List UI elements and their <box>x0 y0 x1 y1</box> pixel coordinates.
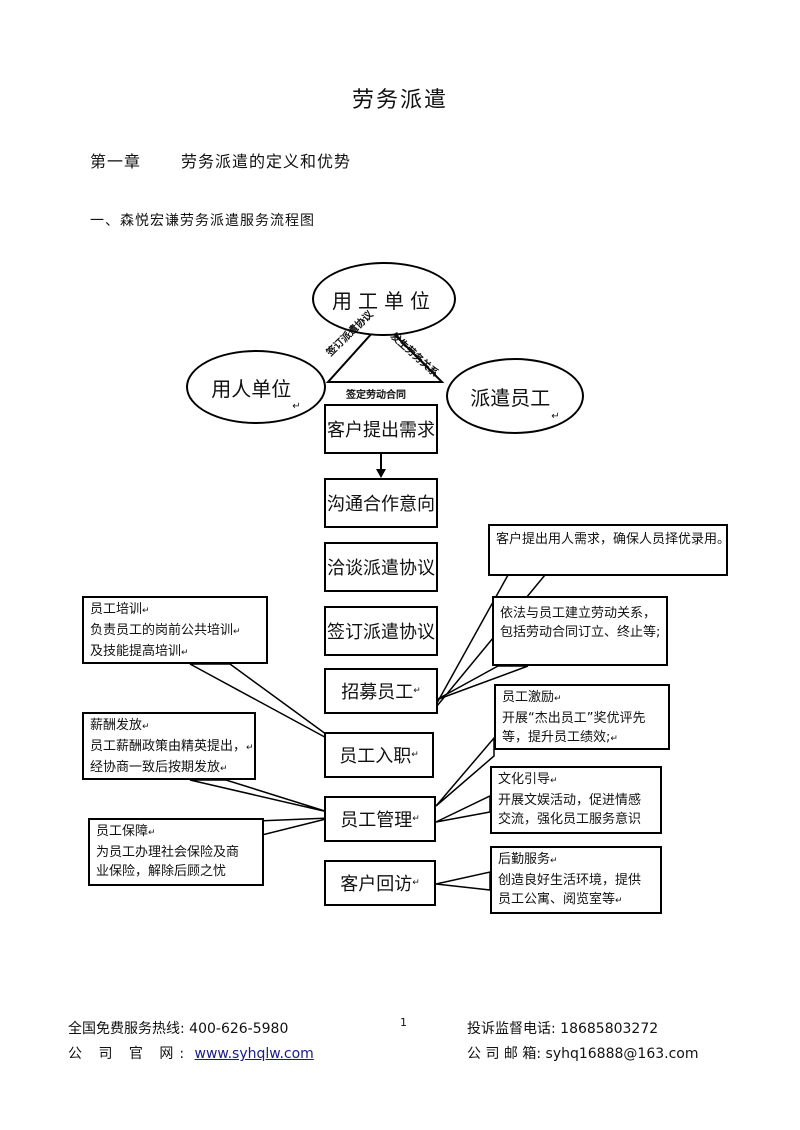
return-mark: ↵ <box>411 750 419 760</box>
step-client-revisit: 客户回访↵ <box>324 860 436 906</box>
note-line: 员工激励 <box>502 690 555 705</box>
triangle-bottom-label: 签定劳动合同 <box>346 390 406 401</box>
note-culture-guidance: 文化引导↵ 开展文娱活动，促进情感 交流，强化员工服务意识 <box>490 766 662 834</box>
callout-pointer-training <box>189 663 346 749</box>
note-line: 创造良好生活环境，提供 <box>498 873 642 888</box>
page-number: 1 <box>400 1016 407 1029</box>
return-mark: ↵ <box>551 411 560 422</box>
note-line: 开展“杰出员工”奖优评先 <box>502 711 646 726</box>
callout-pointer-salary <box>189 779 329 813</box>
note-staff-incentive: 员工激励↵ 开展“杰出员工”奖优评先 等，提升员工绩效;↵ <box>494 684 670 750</box>
note-line: 及技能提高培训 <box>90 644 182 659</box>
note-line: 经协商一致后按期发放 <box>90 760 221 775</box>
step-sign-agreement: 签订派遣协议 <box>324 606 438 656</box>
relationship-triangle <box>325 320 445 383</box>
document-title: 劳务派遣 <box>351 88 448 113</box>
note-logistics-service: 后勤服务↵ 创造良好生活环境，提供 员工公寓、阅览室等↵ <box>490 846 662 914</box>
step-onboarding: 员工入职↵ <box>324 732 434 778</box>
return-mark: ↵ <box>142 606 150 616</box>
step-label: 沟通合作意向 <box>327 494 435 515</box>
note-line: 文化引导 <box>498 772 551 787</box>
website-label: 公 司 官 网: <box>68 1046 191 1062</box>
return-mark: ↵ <box>610 734 618 744</box>
step-negotiate-agreement: 洽谈派遣协议 <box>324 542 438 592</box>
step-label: 洽谈派遣协议 <box>327 558 435 579</box>
chapter-number: 第一章 <box>90 152 142 171</box>
step-arrow-head <box>376 469 386 478</box>
callout-pointer-logistics <box>435 871 491 891</box>
hotline-label: 全国免费服务热线: <box>68 1021 185 1037</box>
employer-label: 用工单位 <box>332 288 436 313</box>
employer-ellipse: 用工单位 <box>312 262 456 336</box>
footer-hotline: 全国免费服务热线: 400-626-5980 <box>68 1018 288 1038</box>
return-mark: ↵ <box>233 627 241 637</box>
note-labor-contract: 依法与员工建立劳动关系， 包括劳动合同订立、终止等; <box>492 596 668 666</box>
step-label: 员工入职 <box>339 746 412 767</box>
step-recruit-staff: 招募员工↵ <box>324 668 438 714</box>
step-label: 招募员工 <box>341 682 414 703</box>
dispatched-staff-ellipse: 派遣员工↵ <box>446 358 584 434</box>
step-client-demand: 客户提出需求 <box>324 404 438 454</box>
return-mark: ↵ <box>292 401 301 412</box>
website-link[interactable]: www.syhqlw.com <box>194 1046 314 1062</box>
note-line: 开展文娱活动，促进情感 <box>498 793 642 808</box>
email-address: syhq16888@163.com <box>545 1046 699 1062</box>
note-line: 员工培训 <box>90 602 143 617</box>
note-staff-training: 员工培训↵ 负责员工的岗前公共培训↵ 及技能提高培训↵ <box>82 596 268 664</box>
return-mark: ↵ <box>412 814 420 824</box>
hiring-unit-ellipse: 用人单位↵ <box>186 350 326 424</box>
return-mark: ↵ <box>554 694 562 704</box>
note-line: 业保险，解除后顾之忧 <box>96 864 227 879</box>
note-line: 薪酬发放 <box>90 718 143 733</box>
return-mark: ↵ <box>246 743 254 753</box>
note-line: 员工公寓、阅览室等 <box>498 892 616 907</box>
return-mark: ↵ <box>142 722 150 732</box>
footer-complaint: 投诉监督电话: 18685803272 <box>467 1018 658 1038</box>
note-staff-insurance: 员工保障↵ 为员工办理社会保险及商 业保险，解除后顾之忧 <box>88 818 264 886</box>
return-mark: ↵ <box>181 648 189 658</box>
return-mark: ↵ <box>148 828 156 838</box>
dispatched-staff-label: 派遣员工 <box>470 385 551 410</box>
return-mark: ↵ <box>413 686 421 696</box>
complaint-phone: 18685803272 <box>560 1021 659 1037</box>
step-label: 签订派遣协议 <box>327 622 435 643</box>
chapter-heading: 第一章 劳务派遣的定义和优势 <box>90 148 351 172</box>
note-line: 等，提升员工绩效; <box>502 730 611 745</box>
return-mark: ↵ <box>615 896 623 906</box>
step-label: 客户回访 <box>340 874 413 895</box>
note-line: 依法与员工建立劳动关系， <box>500 606 657 621</box>
hotline-number: 400-626-5980 <box>189 1021 289 1037</box>
section-heading: 一、森悦宏谦劳务派遣服务流程图 <box>90 213 315 229</box>
note-line: 交流，强化员工服务意识 <box>498 812 642 827</box>
note-line: 客户提出用人需求，确保人员择优录用。 <box>496 532 731 547</box>
footer-website: 公 司 官 网: www.syhqlw.com <box>68 1043 314 1063</box>
note-line: 包括劳动合同订立、终止等; <box>500 625 661 640</box>
complaint-label: 投诉监督电话: <box>467 1021 556 1037</box>
callout-pointer-incentive <box>435 735 495 807</box>
return-mark: ↵ <box>220 764 228 774</box>
note-line: 为员工办理社会保险及商 <box>96 845 240 860</box>
step-communicate-intent: 沟通合作意向 <box>324 478 438 528</box>
step-label: 员工管理 <box>340 810 413 831</box>
return-mark: ↵ <box>550 856 558 866</box>
footer-email: 公 司 邮 箱: syhq16888@163.com <box>467 1043 698 1063</box>
return-mark: ↵ <box>550 776 558 786</box>
note-line: 员工薪酬政策由精英提出， <box>90 739 247 754</box>
email-label: 公 司 邮 箱: <box>467 1046 542 1062</box>
callout-pointer-labor <box>435 665 529 701</box>
chapter-title: 劳务派遣的定义和优势 <box>181 152 352 171</box>
note-line: 后勤服务 <box>498 852 551 867</box>
return-mark: ↵ <box>412 878 420 888</box>
note-line: 员工保障 <box>96 824 149 839</box>
note-line: 负责员工的岗前公共培训 <box>90 623 234 638</box>
hiring-unit-label: 用人单位 <box>211 376 292 401</box>
note-client-demand: 客户提出用人需求，确保人员择优录用。 <box>488 524 731 576</box>
step-label: 客户提出需求 <box>327 420 435 441</box>
step-staff-management: 员工管理↵ <box>324 796 436 842</box>
note-salary-payment: 薪酬发放↵ 员工薪酬政策由精英提出，↵ 经协商一致后按期发放↵ <box>82 712 256 780</box>
